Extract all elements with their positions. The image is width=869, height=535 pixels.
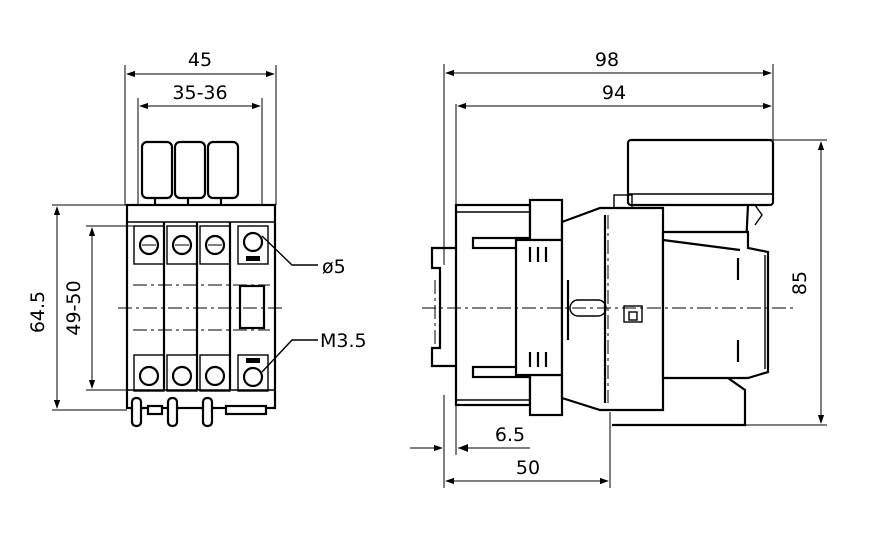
terminal-screw-icon [204, 365, 226, 387]
dimension-base-depth: 50 [445, 457, 609, 485]
upper-terminal-box [528, 198, 564, 242]
dimension-height-overall: 64.5 [27, 206, 61, 409]
terminal-screw-icon [171, 234, 193, 256]
indicator-window [238, 284, 266, 330]
lower-terminal-box [528, 373, 564, 417]
dimension-height-overall-label: 64.5 [27, 291, 49, 333]
din-rail-clip [430, 246, 456, 368]
dimension-height-side-label: 85 [789, 271, 811, 295]
dimension-mounting-height: 49-50 [63, 227, 96, 389]
dimension-depth-body: 94 [457, 82, 772, 110]
dimension-base-depth-label: 50 [516, 457, 540, 479]
auxiliary-contact-block [613, 138, 775, 266]
front-body [125, 203, 277, 410]
terminal-screw-icon [204, 234, 226, 256]
callout-hole-diameter: ø5 [261, 235, 346, 278]
side-view: 98 94 [410, 49, 827, 488]
dimension-mounting-width: 35-36 [139, 82, 261, 110]
callout-screw-size: M3.5 [261, 330, 367, 373]
terminal-screw-icon [138, 365, 160, 387]
dimension-width-overall-label: 45 [188, 49, 212, 71]
front-housing [560, 206, 665, 412]
dimension-mounting-width-label: 35-36 [172, 82, 227, 104]
dimension-width-overall: 45 [126, 49, 275, 78]
lower-pins [130, 396, 268, 428]
dimension-depth-overall-label: 98 [595, 49, 619, 71]
dimension-depth-body-label: 94 [602, 82, 626, 104]
dimension-height-side: 85 [789, 141, 825, 424]
callout-hole-diameter-label: ø5 [322, 256, 346, 278]
lower-terminals [133, 354, 269, 392]
dimension-rail-offset: 6.5 [410, 424, 530, 452]
front-view: 45 35-36 [27, 49, 367, 428]
dimension-depth-overall: 98 [445, 49, 772, 77]
terminal-caps [140, 140, 240, 215]
dimension-mounting-height-label: 49-50 [63, 280, 85, 335]
terminal-screw-icon [171, 365, 193, 387]
terminal-slots [528, 247, 548, 367]
coil-housing [661, 230, 770, 380]
callout-screw-size-label: M3.5 [320, 330, 367, 352]
terminal-screw-icon [242, 366, 264, 388]
terminal-screw-icon [138, 234, 160, 256]
dimension-rail-offset-label: 6.5 [495, 424, 525, 446]
terminal-screw-icon [242, 231, 264, 253]
